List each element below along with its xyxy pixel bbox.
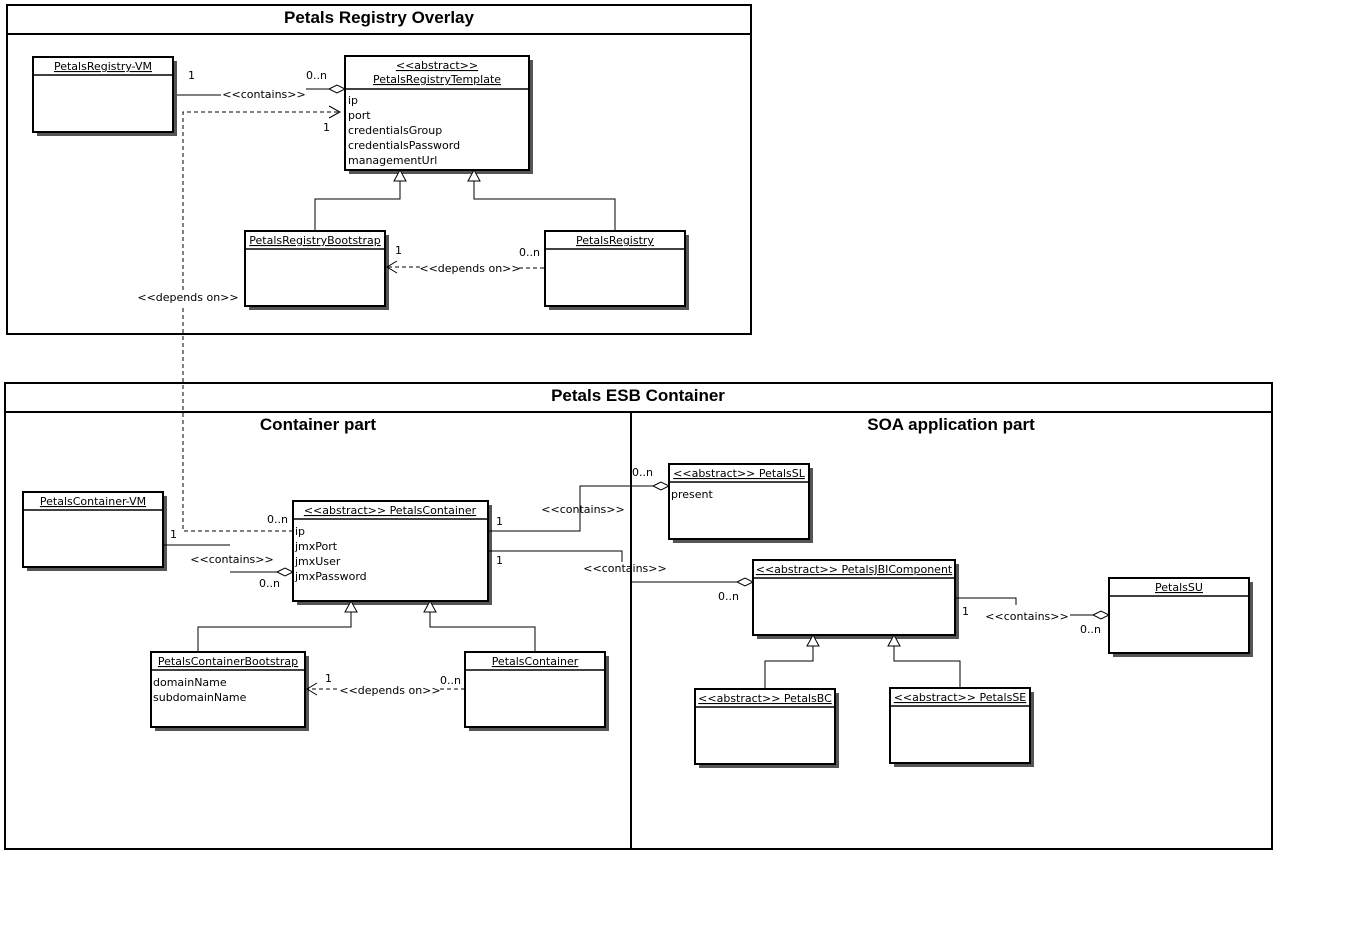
attribute: jmxPassword bbox=[294, 570, 367, 583]
relation-label: <<contains>> bbox=[222, 88, 305, 101]
registry-overlay-title: Petals Registry Overlay bbox=[284, 8, 474, 27]
class-stereotype: <<abstract>> bbox=[396, 59, 478, 72]
relation-label: <<depends on>> bbox=[339, 684, 440, 697]
attribute: present bbox=[671, 488, 714, 501]
multiplicity-label: 0..n bbox=[632, 466, 653, 479]
class-petals-registry-bootstrap[interactable]: PetalsRegistryBootstrap bbox=[244, 230, 389, 310]
attribute: managementUrl bbox=[348, 154, 437, 167]
attribute: jmxPort bbox=[294, 540, 338, 553]
class-name: <<abstract>> PetalsBC bbox=[698, 692, 832, 705]
attribute: ip bbox=[295, 525, 305, 538]
attribute: credentialsGroup bbox=[348, 124, 442, 137]
dependency-registry-on-bootstrap bbox=[386, 260, 545, 274]
relation-label: <<contains>> bbox=[541, 503, 624, 516]
multiplicity-label: 0..n bbox=[1080, 623, 1101, 636]
class-abstract-petals-container[interactable]: <<abstract>> PetalsContainer ip jmxPort … bbox=[292, 500, 492, 605]
multiplicity-label: 1 bbox=[188, 69, 195, 82]
container-part-title: Container part bbox=[260, 415, 377, 434]
esb-container-title: Petals ESB Container bbox=[551, 386, 725, 405]
generalization-container bbox=[423, 599, 536, 652]
attribute: credentialsPassword bbox=[348, 139, 460, 152]
dependency-container-on-registry-template bbox=[182, 105, 342, 532]
class-name: PetalsContainer bbox=[492, 655, 579, 668]
multiplicity-label: 1 bbox=[323, 121, 330, 134]
multiplicity-label: 1 bbox=[325, 672, 332, 685]
dependency-container-on-bootstrap bbox=[306, 682, 465, 696]
class-name: PetalsRegistryBootstrap bbox=[249, 234, 381, 247]
class-abstract-petals-jbi-component[interactable]: <<abstract>> PetalsJBIComponent bbox=[752, 559, 959, 639]
multiplicity-label: 1 bbox=[395, 244, 402, 257]
attribute: jmxUser bbox=[294, 555, 341, 568]
multiplicity-label: 0..n bbox=[718, 590, 739, 603]
multiplicity-label: 0..n bbox=[440, 674, 461, 687]
relation-label: <<depends on>> bbox=[137, 291, 238, 304]
relation-container-vm-contains-container bbox=[163, 544, 295, 577]
attribute: domainName bbox=[153, 676, 227, 689]
class-name: PetalsContainerBootstrap bbox=[158, 655, 298, 668]
registry-overlay-frame: Petals Registry Overlay bbox=[6, 4, 752, 335]
class-petals-registry-vm[interactable]: PetalsRegistry-VM bbox=[32, 56, 177, 136]
multiplicity-label: 1 bbox=[496, 554, 503, 567]
relation-jbi-contains-su bbox=[955, 597, 1111, 620]
multiplicity-label: 0..n bbox=[306, 69, 327, 82]
class-name: <<abstract>> PetalsContainer bbox=[304, 504, 477, 517]
class-name: <<abstract>> PetalsJBIComponent bbox=[756, 563, 953, 576]
generalization-bc bbox=[764, 633, 820, 689]
class-petals-registry[interactable]: PetalsRegistry bbox=[544, 230, 689, 310]
relation-container-contains-jbi bbox=[488, 550, 755, 587]
generalization-registry-bootstrap bbox=[314, 168, 407, 231]
multiplicity-label: 1 bbox=[496, 515, 503, 528]
class-petals-registry-template[interactable]: <<abstract>> PetalsRegistryTemplate ip p… bbox=[344, 55, 533, 174]
relation-label: <<contains>> bbox=[583, 562, 666, 575]
relation-label: <<contains>> bbox=[190, 553, 273, 566]
esb-container-frame: Petals ESB Container Container part SOA … bbox=[4, 382, 1273, 850]
class-petals-su[interactable]: PetalsSU bbox=[1108, 577, 1253, 657]
generalization-container-bootstrap bbox=[197, 599, 358, 652]
multiplicity-label: 0..n bbox=[519, 246, 540, 259]
class-abstract-petals-sl[interactable]: <<abstract>> PetalsSL present bbox=[668, 463, 813, 543]
multiplicity-label: 1 bbox=[170, 528, 177, 541]
class-abstract-petals-se[interactable]: <<abstract>> PetalsSE bbox=[889, 687, 1034, 767]
multiplicity-label: 0..n bbox=[259, 577, 280, 590]
class-name: <<abstract>> PetalsSE bbox=[894, 691, 1027, 704]
soa-part-title: SOA application part bbox=[867, 415, 1035, 434]
attribute: port bbox=[348, 109, 371, 122]
class-petals-container[interactable]: PetalsContainer bbox=[464, 651, 609, 731]
class-name: PetalsRegistry bbox=[576, 234, 654, 247]
class-name: PetalsRegistryTemplate bbox=[373, 73, 501, 86]
relation-label: <<contains>> bbox=[985, 610, 1068, 623]
generalization-se bbox=[887, 633, 961, 688]
class-petals-container-bootstrap[interactable]: PetalsContainerBootstrap domainName subd… bbox=[150, 651, 309, 731]
multiplicity-label: 1 bbox=[962, 605, 969, 618]
attribute: subdomainName bbox=[153, 691, 247, 704]
relation-container-contains-sl bbox=[488, 481, 671, 532]
class-petals-container-vm[interactable]: PetalsContainer-VM bbox=[22, 491, 167, 571]
class-abstract-petals-bc[interactable]: <<abstract>> PetalsBC bbox=[694, 688, 839, 768]
class-name: PetalsRegistry-VM bbox=[54, 60, 152, 73]
class-name: PetalsContainer-VM bbox=[40, 495, 146, 508]
attribute: ip bbox=[348, 94, 358, 107]
class-name: PetalsSU bbox=[1155, 581, 1203, 594]
multiplicity-label: 0..n bbox=[267, 513, 288, 526]
relation-registry-vm-contains-template bbox=[177, 84, 347, 96]
class-name: <<abstract>> PetalsSL bbox=[673, 467, 806, 480]
generalization-registry bbox=[467, 168, 616, 231]
relation-label: <<depends on>> bbox=[419, 262, 520, 275]
